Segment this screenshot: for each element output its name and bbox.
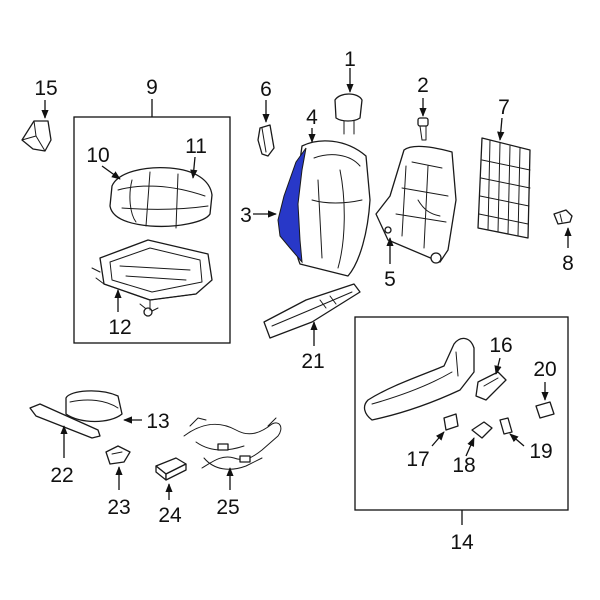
part-14-side-shield <box>363 337 475 421</box>
callout-7: 7 <box>498 96 510 119</box>
part-13-armrest-pad <box>65 390 123 423</box>
part-25-wire-harness <box>183 417 282 470</box>
callout-20: 20 <box>533 358 556 381</box>
part-16-lever <box>475 371 507 401</box>
callout-21: 21 <box>301 350 324 373</box>
part-22-trim-bar <box>29 403 101 439</box>
leader-17 <box>431 431 445 447</box>
callout-2: 2 <box>417 74 429 97</box>
callout-4: 4 <box>306 106 318 129</box>
part-1-headrest <box>334 93 363 135</box>
callout-10: 10 <box>86 144 109 167</box>
part-17-switch <box>443 413 459 431</box>
part-15-bracket <box>21 120 52 152</box>
callout-15: 15 <box>34 77 57 100</box>
callout-22: 22 <box>50 464 73 487</box>
part-23-clip <box>105 445 131 465</box>
callout-14: 14 <box>450 531 474 554</box>
part-20-knob <box>535 401 555 419</box>
leader-18 <box>465 437 475 457</box>
leader-7 <box>497 117 505 141</box>
callout-23: 23 <box>107 496 130 519</box>
callout-25: 25 <box>216 496 239 519</box>
leader-10 <box>101 165 121 180</box>
callout-16: 16 <box>489 334 512 357</box>
callout-3: 3 <box>240 204 252 227</box>
callout-17: 17 <box>406 448 429 471</box>
part-7-back-panel <box>477 137 531 239</box>
leader-11 <box>190 156 198 179</box>
part-19-clip <box>499 417 513 435</box>
part-24-module <box>155 457 187 481</box>
part-3-highlight <box>277 147 307 264</box>
callout-5: 5 <box>384 268 396 291</box>
callout-11: 11 <box>185 135 207 158</box>
part-6-clip <box>257 124 275 157</box>
callout-6: 6 <box>260 78 272 101</box>
callout-13: 13 <box>146 410 169 433</box>
callout-19: 19 <box>529 440 552 463</box>
part-12-seat-frame <box>91 239 213 317</box>
part-8-cap <box>553 209 573 225</box>
leader-19 <box>509 433 525 447</box>
part-21-side-trim <box>263 283 361 339</box>
part-18-knob <box>471 421 493 439</box>
callout-24: 24 <box>158 504 182 527</box>
callout-9: 9 <box>146 76 158 99</box>
part-10-11-cushion-cover <box>109 166 213 229</box>
part-5-seatback-frame <box>375 145 457 264</box>
callout-1: 1 <box>344 48 356 71</box>
part-2-bolt <box>417 117 429 141</box>
callout-8: 8 <box>562 252 574 275</box>
callout-12: 12 <box>108 316 131 339</box>
callout-18: 18 <box>452 454 475 477</box>
leader-16 <box>494 357 502 375</box>
part-4-seatback <box>277 140 371 277</box>
